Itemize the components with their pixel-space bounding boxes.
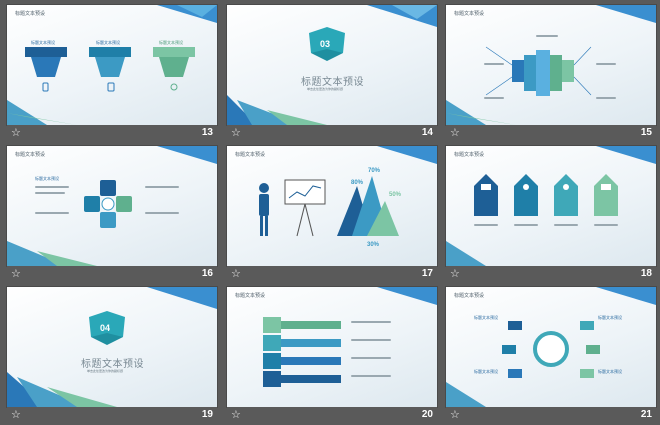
text-line <box>145 212 179 214</box>
text-line <box>35 186 69 188</box>
star-icon[interactable]: ☆ <box>450 408 460 421</box>
slide-thumbnail-19[interactable]: 04 标题文本预设 单击此处更改为你的副标题 ☆ 19 <box>7 287 217 425</box>
slide-header: 标题文本预设 <box>15 152 46 158</box>
slide-background <box>446 146 656 266</box>
slide-preview: 标题文本预设 标题文本预设 标题文本预设 标题文本预设 <box>7 5 217 125</box>
slide-header: 标题文本预设 <box>15 11 46 17</box>
slide-preview: 标题文本预设 <box>446 146 656 266</box>
value-label: 70% <box>368 168 381 174</box>
slide-number: 16 <box>201 268 213 279</box>
slide-background <box>259 146 437 237</box>
slide-thumbnail-21[interactable]: 标题文本预设 标题文本预设 标题文本预设 标题文本预设 标题文本预设 ☆ 21 <box>446 287 656 425</box>
item-label: 标题文本预设 <box>35 176 59 181</box>
item-label: 标题文本预设 <box>474 315 498 320</box>
section-badge: 04 <box>100 323 111 333</box>
slide-footer: ☆ 14 <box>227 125 437 143</box>
slide-number: 14 <box>421 127 433 138</box>
star-icon[interactable]: ☆ <box>11 408 21 421</box>
text-line <box>594 224 618 226</box>
item-label: 标题文本预设 <box>598 369 622 374</box>
slide-thumbnail-13[interactable]: 标题文本预设 标题文本预设 标题文本预设 标题文本预设 ☆ 13 <box>7 5 217 143</box>
star-icon[interactable]: ☆ <box>11 126 21 139</box>
text-line <box>554 224 578 226</box>
slide-background <box>263 287 437 387</box>
value-label: 50% <box>389 192 402 198</box>
slide-header: 标题文本预设 <box>454 293 485 299</box>
text-line <box>351 321 391 323</box>
star-icon[interactable]: ☆ <box>231 267 241 280</box>
value-label: 30% <box>367 242 380 248</box>
slide-footer: ☆ 21 <box>446 407 656 425</box>
slide-footer: ☆ 17 <box>227 266 437 284</box>
slide-preview: 04 标题文本预设 单击此处更改为你的副标题 <box>7 287 217 407</box>
slide-preview: 标题文本预设 70% 80% 50% 30% <box>227 146 437 266</box>
slide-background <box>446 287 656 407</box>
slide-subtitle: 单击此处更改为你的副标题 <box>87 369 124 373</box>
item-label: 标题文本预设 <box>474 369 498 374</box>
star-icon[interactable]: ☆ <box>450 267 460 280</box>
text-line <box>35 192 65 194</box>
value-label: 80% <box>351 180 364 186</box>
item-label: 标题文本预设 <box>598 315 622 320</box>
text-line <box>514 224 538 226</box>
slide-background <box>7 287 217 407</box>
slide-preview: 标题文本预设 标题文本预设 <box>7 146 217 266</box>
slide-thumbnail-15[interactable]: 标题文本预设 ☆ 15 <box>446 5 656 143</box>
slide-thumbnail-20[interactable]: 标题文本预设 ☆ 20 <box>227 287 437 425</box>
slide-preview: 标题文本预设 标题文本预设 标题文本预设 标题文本预设 标题文本预设 <box>446 287 656 407</box>
slide-title: 标题文本预设 <box>81 359 144 370</box>
slide-header: 标题文本预设 <box>454 11 485 17</box>
slide-thumbnail-16[interactable]: 标题文本预设 标题文本预设 ☆ 16 <box>7 146 217 284</box>
star-icon[interactable]: ☆ <box>11 267 21 280</box>
slide-number: 15 <box>640 127 652 138</box>
ribbon-label: 标题文本预设 <box>31 40 55 45</box>
slide-thumbnail-14[interactable]: 03 标题文本预设 单击此处更改为你的副标题 ☆ 14 <box>227 5 437 143</box>
slide-background <box>227 5 437 125</box>
slide-number: 20 <box>421 409 433 420</box>
ribbon-label: 标题文本预设 <box>96 40 120 45</box>
slide-number: 19 <box>201 409 213 420</box>
star-icon[interactable]: ☆ <box>231 408 241 421</box>
slide-thumbnail-18[interactable]: 标题文本预设 ☆ 18 <box>446 146 656 284</box>
slide-subtitle: 单击此处更改为你的副标题 <box>307 87 344 91</box>
text-line <box>596 63 616 65</box>
section-badge: 03 <box>320 39 331 49</box>
slide-number: 17 <box>421 268 433 279</box>
star-icon[interactable]: ☆ <box>450 126 460 139</box>
slide-footer: ☆ 15 <box>446 125 656 143</box>
slide-preview: 03 标题文本预设 单击此处更改为你的副标题 <box>227 5 437 125</box>
slide-thumbnail-17[interactable]: 标题文本预设 70% 80% 50% 30% ☆ 17 <box>227 146 437 284</box>
slide-title: 标题文本预设 <box>301 77 364 88</box>
slide-footer: ☆ 18 <box>446 266 656 284</box>
slide-background <box>446 5 656 125</box>
text-line <box>351 357 391 359</box>
slide-background <box>7 146 217 266</box>
slide-number: 13 <box>201 127 213 138</box>
star-icon[interactable]: ☆ <box>231 126 241 139</box>
slide-footer: ☆ 19 <box>7 407 217 425</box>
text-line <box>35 212 69 214</box>
slide-header: 标题文本预设 <box>235 293 266 299</box>
text-line <box>145 186 179 188</box>
slide-preview: 标题文本预设 <box>446 5 656 125</box>
text-line <box>474 224 498 226</box>
slide-footer: ☆ 16 <box>7 266 217 284</box>
slide-preview: 标题文本预设 <box>227 287 437 407</box>
text-line <box>596 97 616 99</box>
slide-footer: ☆ 20 <box>227 407 437 425</box>
slide-footer: ☆ 13 <box>7 125 217 143</box>
slide-background <box>7 5 217 125</box>
text-line <box>484 97 504 99</box>
text-line <box>351 339 391 341</box>
slide-number: 18 <box>640 268 652 279</box>
slide-header: 标题文本预设 <box>454 152 485 158</box>
slide-header: 标题文本预设 <box>235 152 266 158</box>
text-line <box>351 375 391 377</box>
text-line <box>484 63 504 65</box>
ribbon-label: 标题文本预设 <box>159 40 183 45</box>
slide-number: 21 <box>640 409 652 420</box>
text-line <box>536 35 558 37</box>
